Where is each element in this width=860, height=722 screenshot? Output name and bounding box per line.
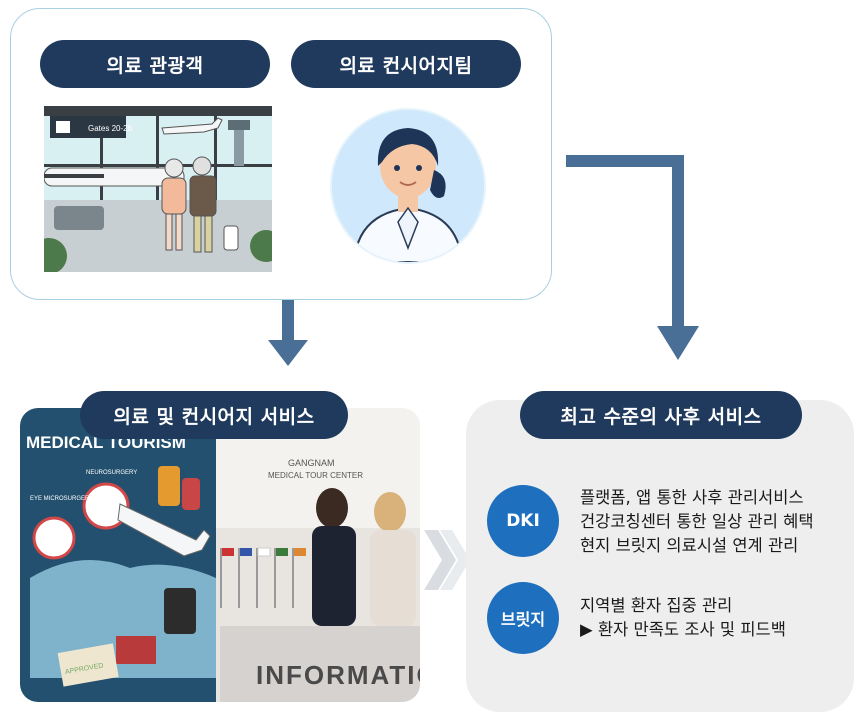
tourist-label: 의료 관광객 — [40, 40, 270, 88]
gate-sign-text: Gates 20-26 — [88, 124, 133, 133]
tag-neurosurgery: NEUROSURGERY — [86, 470, 137, 476]
elbow-arrow-icon — [566, 155, 699, 360]
dki-line-2: 건강코칭센터 통한 일상 관리 혜택 — [580, 512, 814, 531]
bridge-badge: 브릿지 — [487, 582, 559, 654]
dki-line-1: 플랫폼, 앱 통한 사후 관리서비스 — [580, 488, 804, 507]
tag-eye-microsurgery: EYE MICROSURGERY — [30, 496, 93, 502]
center-sign-1: GANGNAM — [288, 458, 335, 468]
airport-illustration: Gates 20-26 — [44, 106, 272, 272]
concierge-label: 의료 컨시어지팀 — [291, 40, 521, 88]
dki-line-3: 현지 브릿지 의료시설 연계 관리 — [580, 536, 799, 555]
down-arrow-icon — [268, 300, 308, 366]
center-sign-2: MEDICAL TOUR CENTER — [268, 471, 363, 480]
information-desk-sign: INFORMATION — [256, 660, 420, 690]
medical-tourism-collage: MEDICAL TOURISM NEUROSURGERY EYE MICROSU… — [20, 408, 420, 702]
bridge-line-2: ▶ 환자 만족도 조사 및 피드백 — [580, 620, 786, 639]
after-service-pill: 최고 수준의 사후 서비스 — [520, 391, 802, 439]
concierge-avatar — [330, 108, 486, 264]
service-pill: 의료 및 컨시어지 서비스 — [80, 391, 348, 439]
dki-badge: DKI — [487, 485, 559, 557]
bridge-line-1: 지역별 환자 집중 관리 — [580, 596, 733, 615]
chevron-right-icon — [424, 530, 470, 590]
